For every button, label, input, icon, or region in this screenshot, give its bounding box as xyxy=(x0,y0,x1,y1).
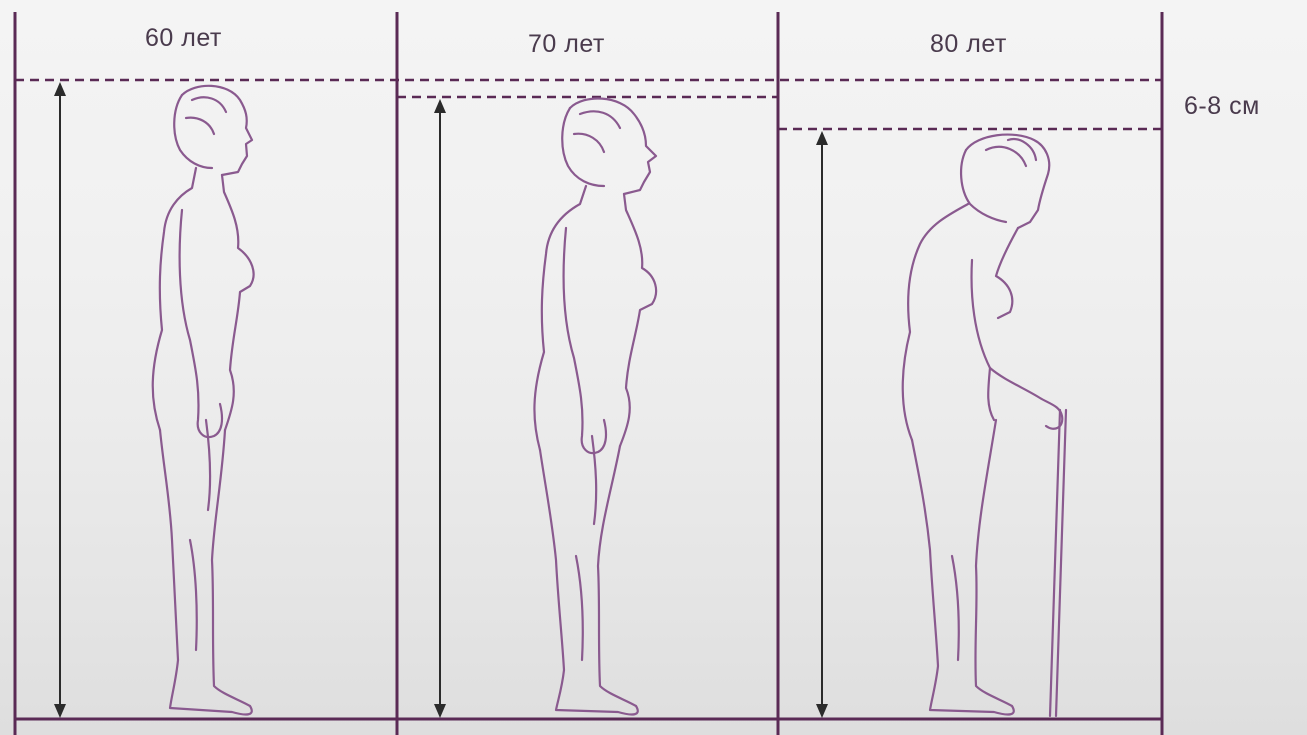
height-arrow-70 xyxy=(434,99,446,718)
height-arrow-60 xyxy=(54,82,66,718)
figure-80-icon xyxy=(903,135,1066,716)
age-label-70: 70 лет xyxy=(528,30,605,59)
figure-60-icon xyxy=(153,86,254,715)
age-label-80: 80 лет xyxy=(930,30,1007,59)
figure-70-icon xyxy=(534,98,656,714)
age-label-60: 60 лет xyxy=(145,24,222,53)
height-loss-label: 6-8 см xyxy=(1184,92,1260,121)
height-arrow-80 xyxy=(816,131,828,718)
